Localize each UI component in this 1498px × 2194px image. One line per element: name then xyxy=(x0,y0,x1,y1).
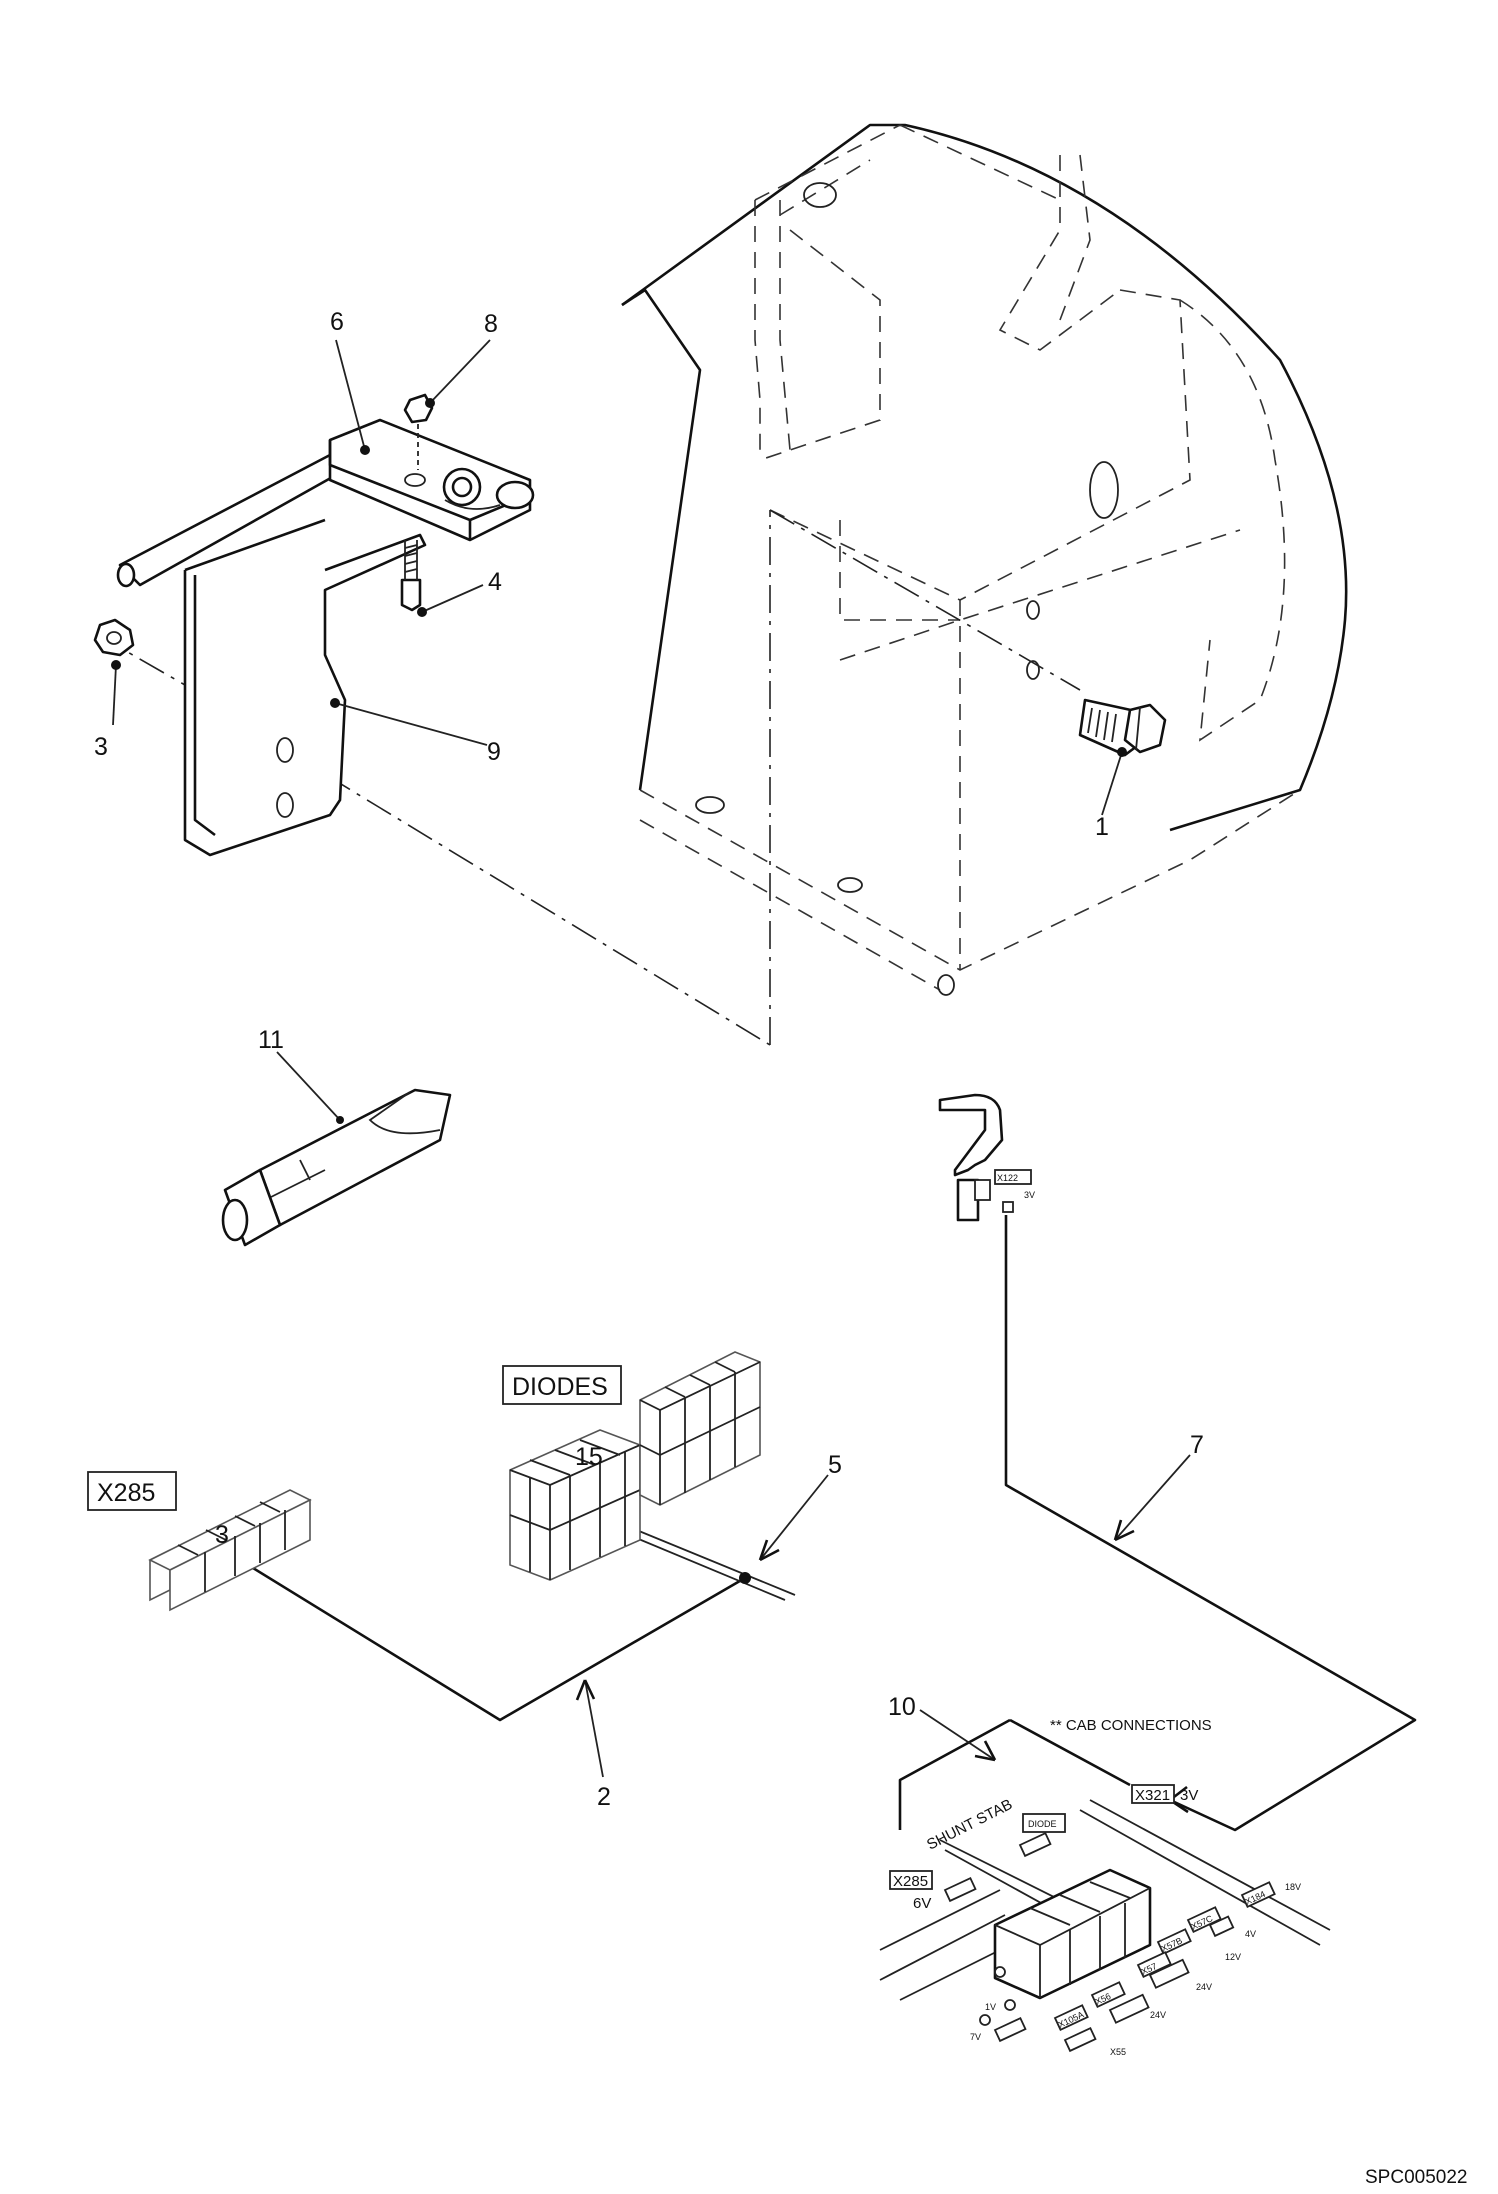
callout-15: 15 xyxy=(575,1443,603,1471)
cab-x56-voltage: 24V xyxy=(1150,2010,1166,2020)
callout-11: 11 xyxy=(258,1026,284,1054)
cab-7v-label: 7V xyxy=(970,2032,981,2042)
sensor-voltage-label: 3V xyxy=(1024,1190,1035,1200)
x285-box-label: X285 xyxy=(97,1479,155,1507)
callout-5: 5 xyxy=(828,1451,842,1479)
callout-4: 4 xyxy=(488,568,502,596)
clamp-part-6 xyxy=(116,418,535,588)
leader-lines xyxy=(111,339,1191,1778)
cab-x321-label: X321 xyxy=(1135,1787,1170,1804)
cab-x57c-voltage: 4V xyxy=(1245,1929,1256,1939)
harness-wires xyxy=(239,1215,1417,1832)
diodes-block xyxy=(509,1351,761,1581)
sensor-x122-label: X122 xyxy=(997,1173,1018,1183)
callout-3: 3 xyxy=(94,733,108,761)
cab-connections-panel xyxy=(879,1718,1331,2053)
callout-numbers: 6 8 4 3 9 1 11 5 7 15 3 2 10 xyxy=(94,308,1204,1811)
cab-x57-voltage: 24V xyxy=(1196,1982,1212,1992)
bolt-part-1 xyxy=(1078,698,1167,757)
callout-8: 8 xyxy=(484,310,498,338)
boxed-labels: X285 DIODES xyxy=(87,1365,622,1511)
cab-shunt-label: SHUNT STAB xyxy=(924,1796,1015,1854)
cab-x57b-label: X57B xyxy=(1160,1935,1184,1953)
drawing-id: SPC005022 xyxy=(1365,2167,1467,2188)
frame-housing xyxy=(621,123,1348,996)
callout-1: 1 xyxy=(1095,813,1109,841)
x285-connector xyxy=(148,1489,312,1612)
cab-x55-label: X55 xyxy=(1110,2047,1126,2057)
callout-3-x285: 3 xyxy=(215,1521,229,1549)
sensor-bracket: X122 3V xyxy=(938,1093,1035,1222)
screw-part-4 xyxy=(400,540,422,612)
callout-2: 2 xyxy=(597,1783,611,1811)
callout-7: 7 xyxy=(1190,1431,1204,1459)
callout-6: 6 xyxy=(330,308,344,336)
cab-x321-voltage: 3V xyxy=(1180,1787,1198,1804)
callout-9: 9 xyxy=(487,738,501,766)
cab-connections-title: ** CAB CONNECTIONS xyxy=(1050,1717,1212,1734)
diodes-box-label: DIODES xyxy=(512,1373,608,1401)
grease-tube-part-11 xyxy=(221,1088,452,1247)
nut-part-3 xyxy=(93,618,135,657)
cab-1v-label: 1V xyxy=(985,2002,996,2012)
callout-10: 10 xyxy=(888,1693,916,1721)
bracket-part-9 xyxy=(183,518,427,857)
cab-x57b-voltage: 12V xyxy=(1225,1952,1241,1962)
cab-x285-label: X285 xyxy=(893,1873,928,1890)
cab-diode-label: DIODE xyxy=(1028,1819,1057,1829)
cab-x184-voltage: 18V xyxy=(1285,1882,1301,1892)
cab-x285-voltage: 6V xyxy=(913,1895,931,1912)
